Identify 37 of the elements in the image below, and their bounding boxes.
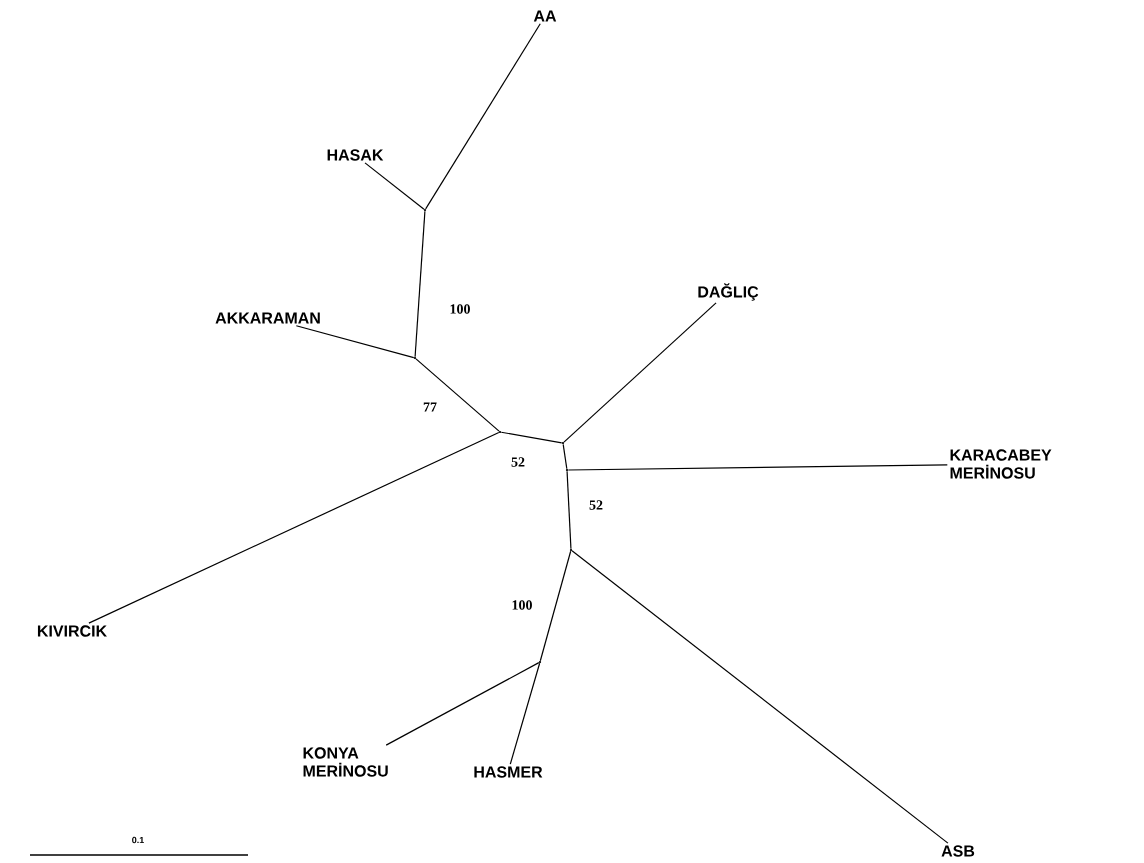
taxon-label: ASB [941,845,975,857]
taxon-label: DAĞLIÇ [698,283,759,301]
tree-branch [88,431,500,624]
bootstrap-value: 100 [450,304,470,314]
tree-branch [571,550,949,844]
tree-branch [509,662,541,765]
bootstrap-value: 52 [589,500,603,510]
tree-branch [415,358,500,432]
tree-branch [563,302,717,443]
branch-point [538,660,542,664]
branch-point [565,468,569,472]
taxon-label: KIVIRCIK [37,625,107,637]
branch-point [569,548,573,552]
tree-branch [562,443,568,470]
tree-branch [364,162,425,210]
tree-branch [539,550,572,662]
bootstrap-value: 100 [512,600,532,610]
branch-point [413,356,417,360]
tree-branch [414,210,426,358]
scale-label: 0.1 [132,836,144,844]
taxon-label: HASAK [327,149,384,161]
bootstrap-value: 77 [423,402,437,412]
branch-point [423,208,427,212]
tree-branch [500,431,563,444]
taxon-label: AKKARAMAN [215,312,320,324]
tree-branch [425,23,541,210]
branch-point [561,441,565,445]
tree-branch [566,470,572,550]
taxon-label: KARACABEY MERİNOSU [950,449,1052,479]
taxon-label: HASMER [474,766,543,778]
tree-branch [567,464,948,471]
taxon-label: AA [533,10,557,22]
branch-point [498,430,502,434]
taxon-label: KONYA MERİNOSU [303,747,388,777]
bootstrap-value: 52 [511,457,525,467]
tree-branch [385,662,540,746]
tree-branch [295,325,415,359]
